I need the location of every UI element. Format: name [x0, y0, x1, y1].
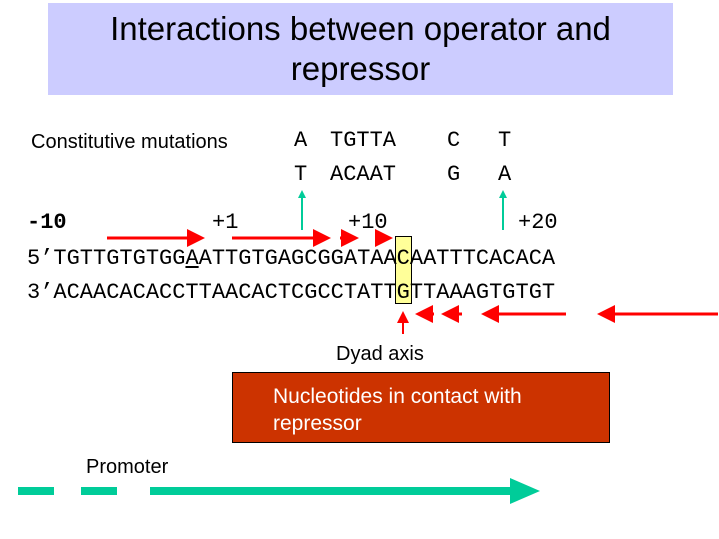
dyad-axis-highlight	[395, 236, 412, 304]
mutation-bottom-3: G	[447, 162, 461, 187]
mutation-top-2: TGTTA	[330, 128, 397, 153]
top-strand-right-half: ATAACAATTTCACACA	[343, 246, 556, 271]
bottom-strand: 3’ACAACACACCTTAACACTCGCCTATTGTTAAAGTGTGT	[27, 280, 555, 306]
position-plus-1: +1	[212, 210, 239, 235]
position-plus-20: +20	[518, 210, 558, 235]
mutation-bottom-4: A	[498, 162, 512, 187]
dyad-axis-label: Dyad axis	[336, 343, 424, 365]
title-banner: Interactions between operator and repres…	[48, 3, 673, 95]
mutation-bottom-1: T	[294, 162, 308, 187]
mutation-bottom-2: ACAAT	[330, 162, 397, 187]
top-strand: 5’TGTTGTGTGGAATTGTGAGCGGATAACAATTTCACACA	[27, 246, 555, 272]
contact-legend-box: Nucleotides in contact with repressor	[232, 372, 610, 443]
promoter-label: Promoter	[86, 456, 169, 478]
top-strand-upstream: 5’TGTTGTGTGG	[27, 246, 186, 271]
promoter-arrowhead	[510, 478, 540, 504]
position-minus-10: -10	[27, 210, 67, 235]
bottom-strand-axis-nucleotide: C	[317, 280, 331, 305]
bottom-strand-right: CTATTGTTAAAGTGTGT	[330, 280, 556, 305]
contact-legend-text: Nucleotides in contact with repressor	[273, 385, 522, 435]
page-title: Interactions between operator and repres…	[110, 10, 611, 87]
mutation-top-4: T	[498, 128, 512, 153]
mutations-label: Constitutive mutations	[31, 131, 228, 153]
bottom-strand-left: 3’ACAACACACCTTAACACTCG	[27, 280, 318, 305]
top-strand-left-half: ATTGTGAGCG	[198, 246, 331, 271]
mutation-top-1: A	[294, 128, 308, 153]
transcription-start-nucleotide: A	[185, 246, 199, 271]
mutation-top-3: C	[447, 128, 461, 153]
top-strand-axis-nucleotide: G	[330, 246, 344, 271]
